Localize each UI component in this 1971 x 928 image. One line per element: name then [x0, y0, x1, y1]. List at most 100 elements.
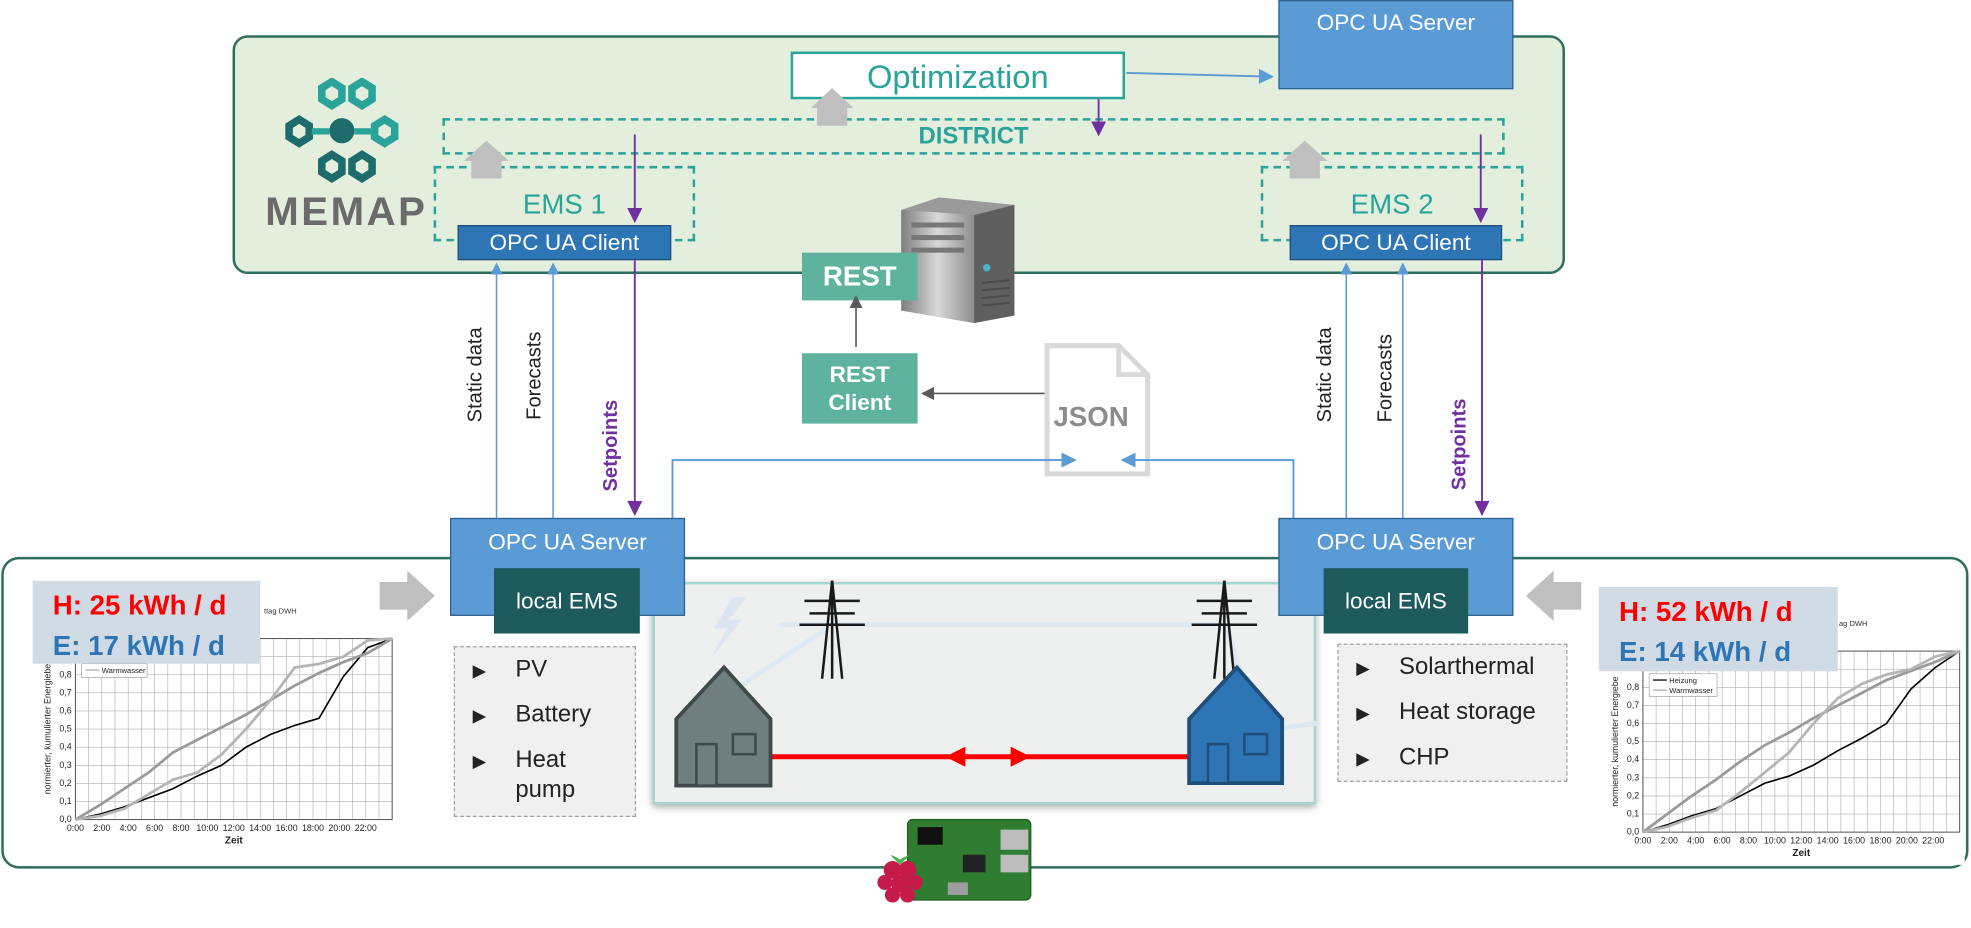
left-opc-ua-server[interactable]: OPC UA Server: [450, 517, 686, 616]
x-tick-label: 2:00: [1661, 835, 1678, 845]
left-forecasts-label: Forecasts: [524, 331, 546, 420]
series-line: [75, 637, 393, 821]
left-energy-box: H: 25 kWh / d E: 17 kWh / d: [32, 580, 261, 664]
y-tick-label: 0,7: [59, 687, 71, 697]
house-right-icon: [1187, 664, 1285, 785]
x-tick-label: 22:00: [1922, 835, 1944, 845]
up-arrow-icon: [463, 140, 510, 179]
right-electric-demand: E: 14 kWh / d: [1619, 636, 1792, 668]
x-tick-label: 4:00: [120, 823, 137, 833]
server-tower-icon: [901, 197, 1015, 324]
left-heat-demand: H: 25 kWh / d: [52, 589, 227, 621]
x-tick-label: 4:00: [1687, 835, 1704, 845]
x-tick-label: 16:00: [276, 823, 298, 833]
x-tick-label: 18:00: [302, 823, 324, 833]
memap-logo-icon: [285, 77, 399, 183]
series-line: [1642, 649, 1960, 834]
x-tick-label: 8:00: [172, 823, 189, 833]
y-tick-label: 0,4: [59, 742, 71, 752]
triangle-bullet-icon: ▶: [472, 750, 487, 771]
json-file-icon: [1044, 343, 1151, 477]
y-tick-label: 0,8: [1627, 682, 1639, 692]
y-axis-label: normierter, kumulierter Energiebe: [1610, 676, 1620, 806]
triangle-bullet-icon: ▶: [1356, 657, 1370, 678]
x-tick-label: 2:00: [93, 823, 110, 833]
list-item: ▶Heat storage: [1356, 698, 1566, 728]
x-tick-label: 14:00: [1817, 835, 1839, 845]
legend-label: Warmwasser: [1669, 686, 1713, 695]
y-tick-label: 0,3: [59, 760, 71, 770]
up-arrow-icon: [1282, 140, 1328, 179]
right-static-data-label: Static data: [1314, 327, 1337, 423]
y-tick-label: 0,3: [1627, 772, 1639, 782]
rest-box[interactable]: REST: [801, 252, 918, 301]
y-tick-label: 0,2: [59, 778, 71, 788]
list-item: ▶Battery: [473, 700, 635, 730]
x-tick-label: 0:00: [1634, 835, 1651, 845]
right-chart-title-fragment: ag DWH: [1838, 620, 1868, 629]
left-local-ems[interactable]: local EMS: [494, 568, 640, 634]
pylon-left-icon: [799, 580, 865, 679]
lightning-icon: [710, 597, 747, 660]
rest-client-line2: Client: [828, 389, 892, 415]
x-tick-label: 12:00: [223, 823, 245, 833]
rest-client-box[interactable]: REST Client: [801, 353, 918, 424]
x-tick-label: 6:00: [1714, 835, 1731, 845]
raspberry-pi-icon: [877, 818, 1032, 903]
x-tick-label: 10:00: [1764, 835, 1786, 845]
y-tick-label: 0,6: [1627, 718, 1639, 728]
pylon-right-icon: [1191, 580, 1257, 679]
y-axis-label: normierter, kumulierter Energiebe: [42, 664, 52, 794]
list-item: ▶Solarthermal: [1356, 652, 1566, 682]
triangle-bullet-icon: ▶: [472, 659, 487, 681]
left-opc-server-label: OPC UA Server: [488, 529, 647, 555]
triangle-bullet-icon: ▶: [1356, 702, 1370, 723]
ems2-opc-client[interactable]: OPC UA Client: [1289, 225, 1503, 261]
ems1-label: EMS 1: [522, 188, 606, 220]
series-line: [74, 637, 393, 821]
x-tick-label: 12:00: [1790, 835, 1812, 845]
x-tick-label: 8:00: [1740, 835, 1757, 845]
y-tick-label: 0,8: [59, 669, 71, 679]
x-tick-label: 10:00: [196, 823, 218, 833]
right-device-list: ▶Solarthermal ▶Heat storage ▶CHP: [1337, 643, 1568, 782]
ems1-opc-client[interactable]: OPC UA Client: [457, 225, 672, 261]
triangle-bullet-icon: ▶: [1356, 747, 1370, 769]
y-tick-label: 0,4: [1627, 754, 1639, 764]
legend-label: Heizung: [1669, 676, 1697, 685]
x-tick-label: 0:00: [67, 823, 84, 833]
left-arrow-icon: [1525, 570, 1582, 621]
y-tick-label: 0,5: [59, 724, 71, 734]
y-tick-label: 0,1: [59, 796, 71, 806]
x-tick-label: 20:00: [328, 823, 350, 833]
y-tick-label: 0,7: [1627, 700, 1639, 710]
x-tick-label: 22:00: [355, 823, 377, 833]
logo-text: MEMAP: [265, 188, 428, 234]
triangle-bullet-icon: ▶: [472, 705, 487, 726]
right-heat-demand: H: 52 kWh / d: [1619, 595, 1793, 628]
right-energy-box: H: 52 kWh / d E: 14 kWh / d: [1598, 587, 1838, 672]
list-item: ▶PV: [473, 655, 635, 685]
list-item: ▶CHP: [1356, 743, 1566, 773]
series-line: [1642, 650, 1961, 833]
right-local-ems[interactable]: local EMS: [1323, 568, 1469, 634]
left-chart-title-fragment: ttag DWH: [263, 608, 297, 616]
x-tick-label: 14:00: [249, 823, 271, 833]
opc-ua-server-top[interactable]: OPC UA Server: [1278, 0, 1514, 90]
right-setpoints-label: Setpoints: [1449, 398, 1471, 491]
right-opc-server-label: OPC UA Server: [1316, 529, 1476, 555]
x-tick-label: 6:00: [146, 823, 163, 833]
up-arrow-icon: [810, 87, 854, 126]
y-tick-label: 0,0: [59, 814, 71, 824]
x-axis-label: Zeit: [225, 835, 244, 846]
y-tick-label: 0,5: [1627, 736, 1639, 746]
left-static-data-label: Static data: [465, 327, 487, 423]
house-left-icon: [674, 664, 773, 788]
x-tick-label: 18:00: [1869, 835, 1891, 845]
left-setpoints-label: Setpoints: [600, 399, 623, 492]
optimization-box[interactable]: Optimization: [790, 51, 1126, 100]
x-axis-label: Zeit: [1792, 848, 1811, 859]
x-tick-label: 16:00: [1843, 835, 1865, 845]
